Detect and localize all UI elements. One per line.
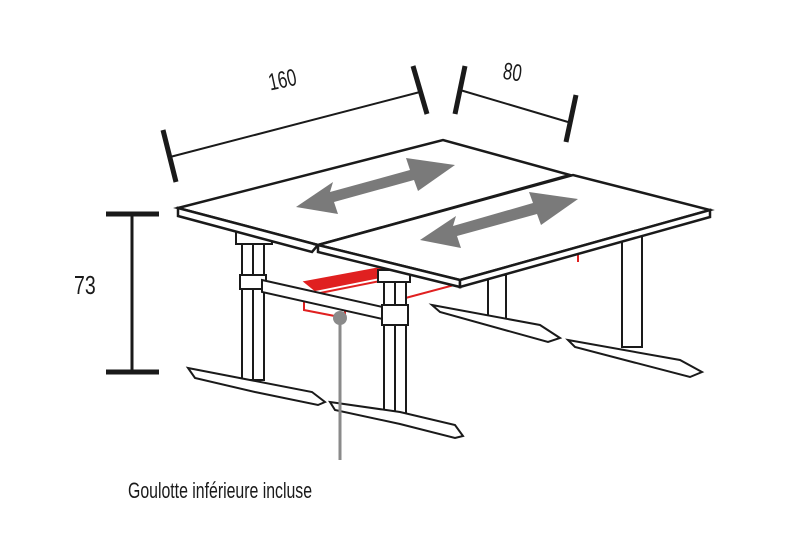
front-left-leg: [185, 231, 327, 407]
width-dimension-line: [160, 65, 430, 183]
desktop-left: [173, 138, 575, 254]
cable-tray-pointer: [333, 311, 347, 460]
depth-label: 80: [501, 58, 524, 88]
slide-arrow-right-top: [420, 192, 578, 248]
rear-frame: [428, 234, 705, 379]
slide-arrow-left-top: [296, 158, 455, 214]
front-right-leg: [328, 269, 465, 440]
desktop-right: [313, 173, 715, 289]
height-label: 73: [74, 270, 96, 300]
height-dimension-line: [106, 211, 159, 375]
depth-dimension-line: [452, 65, 579, 143]
width-label: 160: [266, 64, 300, 97]
cable-tray-caption: Goulotte inférieure incluse: [128, 478, 313, 503]
